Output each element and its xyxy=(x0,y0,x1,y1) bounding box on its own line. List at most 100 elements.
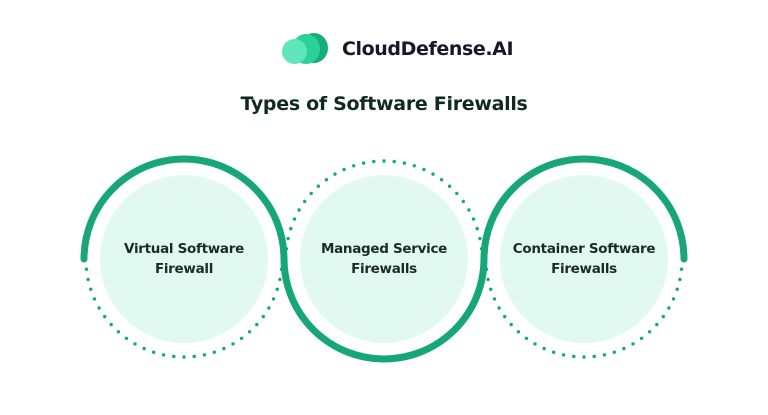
item-dotted-arc-dot xyxy=(89,287,93,291)
item-dotted-arc-dot xyxy=(382,159,386,163)
item-dotted-arc-dot xyxy=(422,167,426,172)
item-dotted-arc-dot xyxy=(324,178,329,182)
item-dotted-arc-dot xyxy=(475,227,479,231)
item-dotted-arc-dot xyxy=(552,350,556,354)
item-dotted-arc-dot xyxy=(592,354,596,359)
item-dotted-arc-dot xyxy=(352,164,356,168)
item-label-line1: Virtual Software xyxy=(124,241,244,257)
item-dotted-arc-dot xyxy=(497,306,501,310)
item-dotted-arc-dot xyxy=(231,342,235,346)
item-dotted-arc-dot xyxy=(192,354,196,359)
item-dotted-arc-dot xyxy=(303,199,307,204)
item-dotted-arc-dot xyxy=(572,354,576,359)
item-dotted-arc-dot xyxy=(455,191,459,196)
item-dotted-arc-dot xyxy=(222,346,226,351)
item-dotted-arc-dot xyxy=(261,314,265,319)
item-dotted-arc-dot xyxy=(292,217,297,221)
item-dotted-arc-dot xyxy=(447,184,452,188)
item-dotted-arc-dot xyxy=(402,161,407,165)
item-dotted-arc-dot xyxy=(492,297,497,301)
item-dotted-arc-dot xyxy=(342,167,346,172)
item-dotted-arc-dot xyxy=(297,208,301,212)
item-dotted-arc-dot xyxy=(484,267,489,271)
item-dotted-arc-dot xyxy=(542,346,546,351)
item-solid-arc xyxy=(80,155,288,263)
item-fill-circle xyxy=(100,175,268,343)
item-dotted-arc-dot xyxy=(309,191,313,196)
item-dotted-arc-dot xyxy=(255,322,259,327)
item-dotted-arc-dot xyxy=(286,236,290,241)
item-dotted-arc-dot xyxy=(667,306,671,310)
item-dotted-arc-dot xyxy=(622,346,626,351)
brand-logo: CloudDefense.AI xyxy=(282,32,514,66)
item-dotted-arc-dot xyxy=(239,336,244,340)
item-dotted-arc-dot xyxy=(612,350,616,354)
item-label-line2: Firewall xyxy=(154,261,214,277)
item-solid-arc xyxy=(280,255,488,363)
item-dotted-arc-dot xyxy=(116,330,121,334)
item-dotted-arc-dot xyxy=(152,350,156,354)
item-dotted-arc-dot xyxy=(486,277,490,282)
item-label-virtual-software-firewall: Virtual Software Firewall xyxy=(104,239,264,279)
item-fill-circle xyxy=(300,175,468,343)
item-label-line1: Managed Service xyxy=(320,241,448,257)
item-dotted-arc-dot xyxy=(212,350,216,354)
item-dotted-arc-dot xyxy=(202,353,207,357)
item-dotted-arc-dot xyxy=(439,178,444,182)
item-solid-arc xyxy=(480,155,688,263)
item-dotted-arc-dot xyxy=(602,353,607,357)
item-dotted-arc-dot xyxy=(516,330,521,334)
item-label-container-software-firewalls: Container Software Firewalls xyxy=(504,239,664,279)
item-dotted-arc-dot xyxy=(412,164,416,168)
item-dotted-arc-dot xyxy=(431,172,435,176)
item-dotted-arc-dot xyxy=(392,159,396,164)
item-dotted-arc-dot xyxy=(84,267,89,271)
item-dotted-arc-dot xyxy=(267,306,271,310)
item-dotted-arc-dot xyxy=(182,355,186,359)
item-dotted-arc-dot xyxy=(142,346,146,351)
item-dotted-arc-dot xyxy=(533,342,537,346)
item-dotted-arc-dot xyxy=(631,342,635,346)
item-dotted-arc-dot xyxy=(503,314,507,319)
item-dotted-arc-dot xyxy=(92,297,97,301)
item-dotted-arc-dot xyxy=(86,277,90,282)
item-dotted-arc-dot xyxy=(561,353,566,357)
item-dotted-arc-dot xyxy=(161,353,166,357)
item-dotted-arc-dot xyxy=(524,336,529,340)
item-dotted-arc-dot xyxy=(372,159,376,164)
page-title: Types of Software Firewalls xyxy=(240,93,528,115)
item-dotted-arc-dot xyxy=(133,342,137,346)
brand-name: CloudDefense.AI xyxy=(342,38,514,60)
item-dotted-arc-dot xyxy=(289,227,293,231)
item-label-line2: Firewalls xyxy=(351,261,417,277)
item-dotted-arc-dot xyxy=(471,217,476,221)
item-dotted-arc-dot xyxy=(271,297,276,301)
item-dotted-arc-dot xyxy=(316,184,321,188)
item-label-managed-service-firewalls: Managed Service Firewalls xyxy=(304,239,464,279)
item-dotted-arc-dot xyxy=(489,287,493,291)
item-dotted-arc-dot xyxy=(639,336,644,340)
item-dotted-arc-dot xyxy=(97,306,101,310)
item-dotted-arc-dot xyxy=(671,297,676,301)
item-dotted-arc-dot xyxy=(461,199,465,204)
item-dotted-arc-dot xyxy=(678,277,682,282)
item-fill-circle xyxy=(500,175,668,343)
item-dotted-arc-dot xyxy=(275,287,279,291)
item-dotted-arc-dot xyxy=(124,336,129,340)
item-dotted-arc-dot xyxy=(655,322,659,327)
item-dotted-arc-dot xyxy=(647,330,652,334)
item-dotted-arc-dot xyxy=(582,355,586,359)
item-dotted-arc-dot xyxy=(509,322,513,327)
item-dotted-arc-dot xyxy=(333,172,337,176)
item-dotted-arc-dot xyxy=(103,314,107,319)
item-dotted-arc-dot xyxy=(109,322,113,327)
item-dotted-arc-dot xyxy=(679,267,684,271)
item-label-line1: Container Software xyxy=(512,241,656,257)
item-dotted-arc-dot xyxy=(172,354,176,359)
item-dotted-arc-dot xyxy=(467,208,471,212)
item-dotted-arc-dot xyxy=(247,330,252,334)
item-dotted-arc-dot xyxy=(675,287,679,291)
item-dotted-arc-dot xyxy=(284,247,289,251)
item-dotted-arc-dot xyxy=(478,236,482,241)
item-label-line2: Firewalls xyxy=(551,261,617,277)
